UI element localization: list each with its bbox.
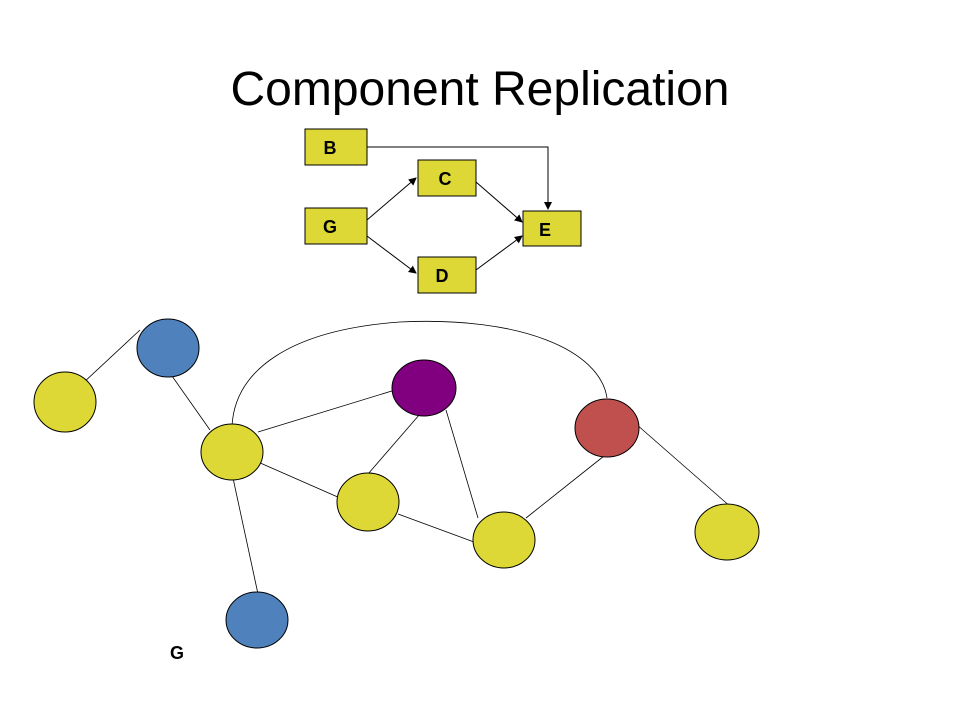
graph-edge [257,461,341,499]
box-d: D [417,256,477,294]
graph-node-yellow [694,503,760,561]
graph-node-red [574,398,640,458]
graph-node-purple [391,359,457,417]
arrow-g-to-d [366,235,417,274]
graph-edge [525,455,605,519]
arrow-b-to-e [367,146,552,210]
graph-nodes [33,318,760,649]
arrow-c-to-e [475,181,523,223]
box-d-label: D [436,266,449,286]
graph-node-yellow [472,511,536,569]
box-e-label: E [539,220,551,240]
graph-edge [257,389,396,433]
graph-node-yellow [200,423,264,481]
slide-title: Component Replication [230,63,730,116]
graph-edge [397,513,475,543]
arrow-d-to-e [475,235,523,271]
box-g-label: G [323,217,337,237]
graph-node-blue [225,591,289,649]
graph-edge [445,409,479,519]
graph-edge [635,423,733,509]
flow-boxes: B C G E D [304,128,582,294]
box-g: G [304,207,368,245]
graph-node-yellow [336,472,400,532]
box-c-label: C [439,169,452,189]
box-b-label: B [324,138,337,158]
graph-node-blue [136,318,200,378]
flow-arrows [366,146,552,274]
graph-label: G [170,643,184,663]
graph-edge [81,329,141,385]
graph-edge [367,413,421,475]
box-e: E [522,210,582,247]
arrow-g-to-c [366,177,417,221]
box-c: C [417,159,477,197]
graph-edges [81,320,733,595]
graph-edge [232,477,259,595]
box-b: B [304,128,368,166]
graph-node-yellow [33,371,97,433]
graph-edge [171,375,211,431]
graph-edge-arc [231,320,608,427]
